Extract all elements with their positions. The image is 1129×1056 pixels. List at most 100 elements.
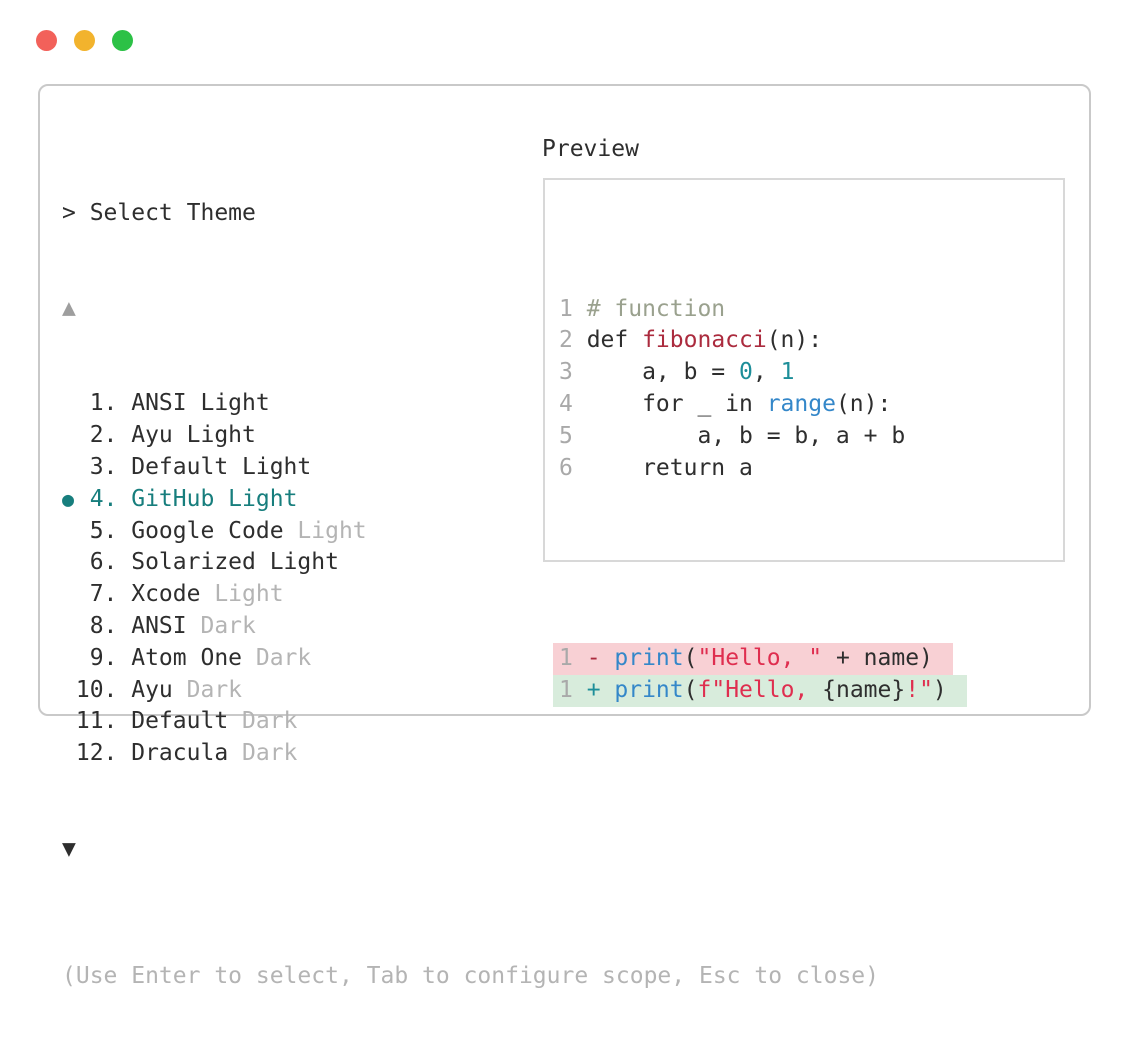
code-line: 4 for _ in range(n):: [559, 389, 967, 421]
code-token: for _ in: [586, 390, 767, 417]
theme-variant-label: Light: [172, 422, 256, 449]
code-token: (: [683, 677, 698, 704]
bullet-spacer: [62, 420, 76, 452]
line-number: 6: [559, 454, 573, 481]
code-token: print: [614, 645, 684, 672]
code-token: return a: [586, 454, 753, 481]
code-token: (n):: [835, 390, 892, 417]
theme-number: 12.: [75, 740, 118, 767]
theme-list-item[interactable]: 7.Xcode Light: [62, 579, 879, 611]
theme-label: Xcode: [131, 581, 201, 608]
theme-list-item[interactable]: 8. ANSI Dark: [62, 611, 879, 643]
code-token: ): [932, 677, 947, 704]
code-line: 1 # function: [559, 294, 967, 326]
bullet-spacer: [62, 516, 76, 548]
line-number: 1: [559, 295, 573, 322]
code-token: ,: [752, 359, 781, 386]
code-token: (n):: [766, 327, 823, 354]
theme-number: 4.: [89, 485, 118, 512]
bullet-spacer: [62, 388, 76, 420]
code-token: !": [905, 677, 933, 704]
theme-list-item[interactable]: 2. Ayu Light: [62, 420, 879, 452]
code-token: def: [586, 327, 643, 354]
close-button-icon[interactable]: [36, 30, 57, 51]
help-text: (Use Enter to select, Tab to configure s…: [62, 962, 879, 989]
theme-list: 1.ANSI Light 2.Ayu Light 3.Default Light…: [62, 388, 879, 770]
code-token: a, b =: [586, 359, 740, 386]
bullet-spacer: [62, 452, 76, 484]
bullet-spacer: [62, 738, 76, 770]
preview-title: Preview: [542, 136, 639, 162]
theme-label: GitHub: [131, 485, 215, 512]
code-token: "Hello, ": [697, 645, 823, 672]
select-theme-prompt: > Select Theme: [62, 199, 256, 226]
theme-list-item[interactable]: ● 4. GitHub Light: [62, 484, 879, 516]
code-token: {name}: [822, 677, 906, 704]
code-token: a, b = b, a + b: [586, 422, 906, 449]
maximize-button-icon[interactable]: [112, 30, 133, 51]
theme-number: 9.: [89, 644, 118, 671]
blank-line: [559, 548, 967, 580]
theme-label: Solarized: [131, 549, 256, 576]
code-token: print: [614, 677, 684, 704]
bullet-spacer: [62, 611, 76, 643]
theme-picker-window: > Select Theme ▲ 1.ANSI Light 2.Ayu Ligh…: [38, 84, 1091, 989]
theme-number: 8.: [89, 612, 118, 639]
theme-variant-label: Light: [228, 453, 312, 480]
diff-lines: 1- print("Hello, " + name)1+ print(f"Hel…: [553, 643, 967, 707]
theme-variant-label: Dark: [228, 708, 298, 735]
theme-list-item[interactable]: 9.Atom One Dark: [62, 643, 879, 675]
theme-label: Dracula: [131, 740, 229, 767]
theme-list-item[interactable]: 3. Default Light: [62, 452, 879, 484]
theme-variant-label: Dark: [228, 740, 298, 767]
theme-list-item[interactable]: 5. Google Code Light: [62, 516, 879, 548]
code-token: 0: [739, 359, 753, 386]
selected-bullet-icon: ●: [62, 486, 75, 511]
theme-variant-label: Light: [283, 517, 367, 544]
code-token: -: [586, 645, 615, 672]
bullet-spacer: [62, 675, 76, 707]
theme-variant-label: Light: [214, 485, 298, 512]
theme-number: 2.: [89, 422, 118, 449]
theme-number: 3.: [89, 453, 118, 480]
minimize-button-icon[interactable]: [74, 30, 95, 51]
theme-number: 1.: [89, 390, 118, 417]
code-token: # function: [586, 295, 726, 322]
theme-number: 5.: [89, 517, 118, 544]
theme-variant-label: Light: [255, 549, 339, 576]
theme-list-item[interactable]: 11.Default Dark: [62, 706, 879, 738]
code-token: f"Hello,: [697, 677, 823, 704]
scroll-down-icon[interactable]: ▼: [62, 835, 76, 862]
theme-label: Google Code: [131, 517, 284, 544]
code-token: +: [586, 677, 615, 704]
line-number: 1: [559, 645, 573, 672]
diff-line: 1- print("Hello, " + name): [553, 643, 953, 676]
bullet-spacer: [62, 547, 76, 579]
theme-list-item[interactable]: 1.ANSI Light: [62, 388, 879, 420]
line-number: 4: [559, 390, 573, 417]
theme-label: Ayu: [131, 676, 173, 703]
scroll-up-icon[interactable]: ▲: [62, 294, 76, 321]
code-line: 3 a, b = 0, 1: [559, 357, 967, 389]
theme-label: ANSI: [131, 612, 187, 639]
theme-variant-label: Light: [200, 581, 284, 608]
theme-variant-label: Dark: [186, 612, 256, 639]
line-number: 2: [559, 327, 573, 354]
bullet-spacer: [62, 579, 76, 611]
window-controls: [36, 30, 133, 51]
code-token: (: [683, 645, 698, 672]
theme-list-item[interactable]: 10.Ayu Dark: [62, 675, 879, 707]
line-number: 5: [559, 422, 573, 449]
code-token: range: [766, 390, 836, 417]
theme-label: Default: [131, 453, 229, 480]
diff-line: 1+ print(f"Hello, {name}!"): [553, 675, 967, 707]
theme-label: Ayu: [131, 422, 173, 449]
theme-variant-label: Dark: [172, 676, 243, 703]
theme-list-item[interactable]: 6.Solarized Light: [62, 547, 879, 579]
theme-number: 11.: [75, 708, 118, 735]
theme-variant-label: Dark: [242, 644, 312, 671]
